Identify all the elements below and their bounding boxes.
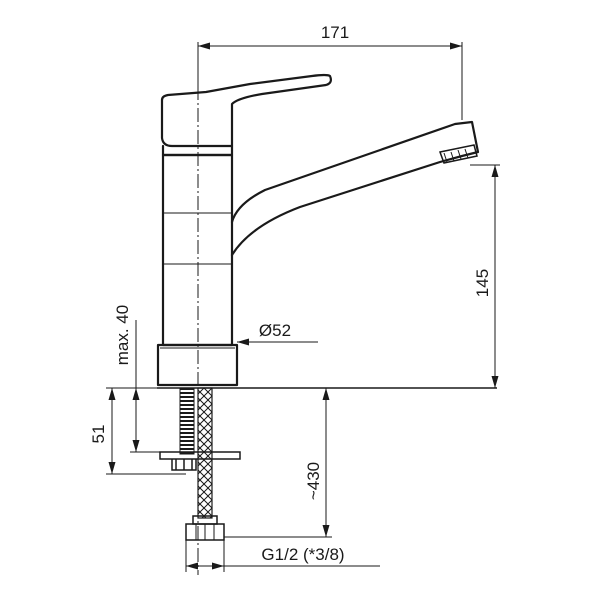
braided-hose — [197, 387, 213, 519]
dimension-shank-length: 51 — [89, 387, 186, 475]
fixing-nut — [171, 459, 197, 471]
lever-handle — [160, 73, 332, 148]
dimension-max-thickness: max. 40 — [113, 305, 162, 453]
mounting-hardware — [159, 387, 241, 541]
fixing-plate — [159, 451, 241, 460]
dimension-width-total: 171 — [197, 23, 463, 120]
dim-label-430: ~430 — [304, 462, 323, 500]
dim-label-diameter: Ø52 — [259, 321, 291, 340]
dimension-hose-length: ~430 — [224, 388, 332, 538]
dim-label-171: 171 — [321, 23, 349, 42]
dim-label-51: 51 — [89, 425, 108, 444]
spout — [230, 120, 480, 257]
thread-callout: G1/2 (*3/8) — [185, 540, 380, 572]
dimension-spout-height: 145 — [470, 164, 500, 388]
hose-connector-nut — [185, 515, 225, 541]
dim-label-thread: G1/2 (*3/8) — [261, 545, 344, 564]
aerator — [438, 144, 478, 164]
dimension-body-diameter: Ø52 — [237, 321, 318, 346]
threaded-shank — [179, 387, 195, 455]
dim-label-145: 145 — [473, 269, 492, 297]
dim-label-max40: max. 40 — [113, 305, 132, 365]
faucet-body — [156, 73, 480, 387]
